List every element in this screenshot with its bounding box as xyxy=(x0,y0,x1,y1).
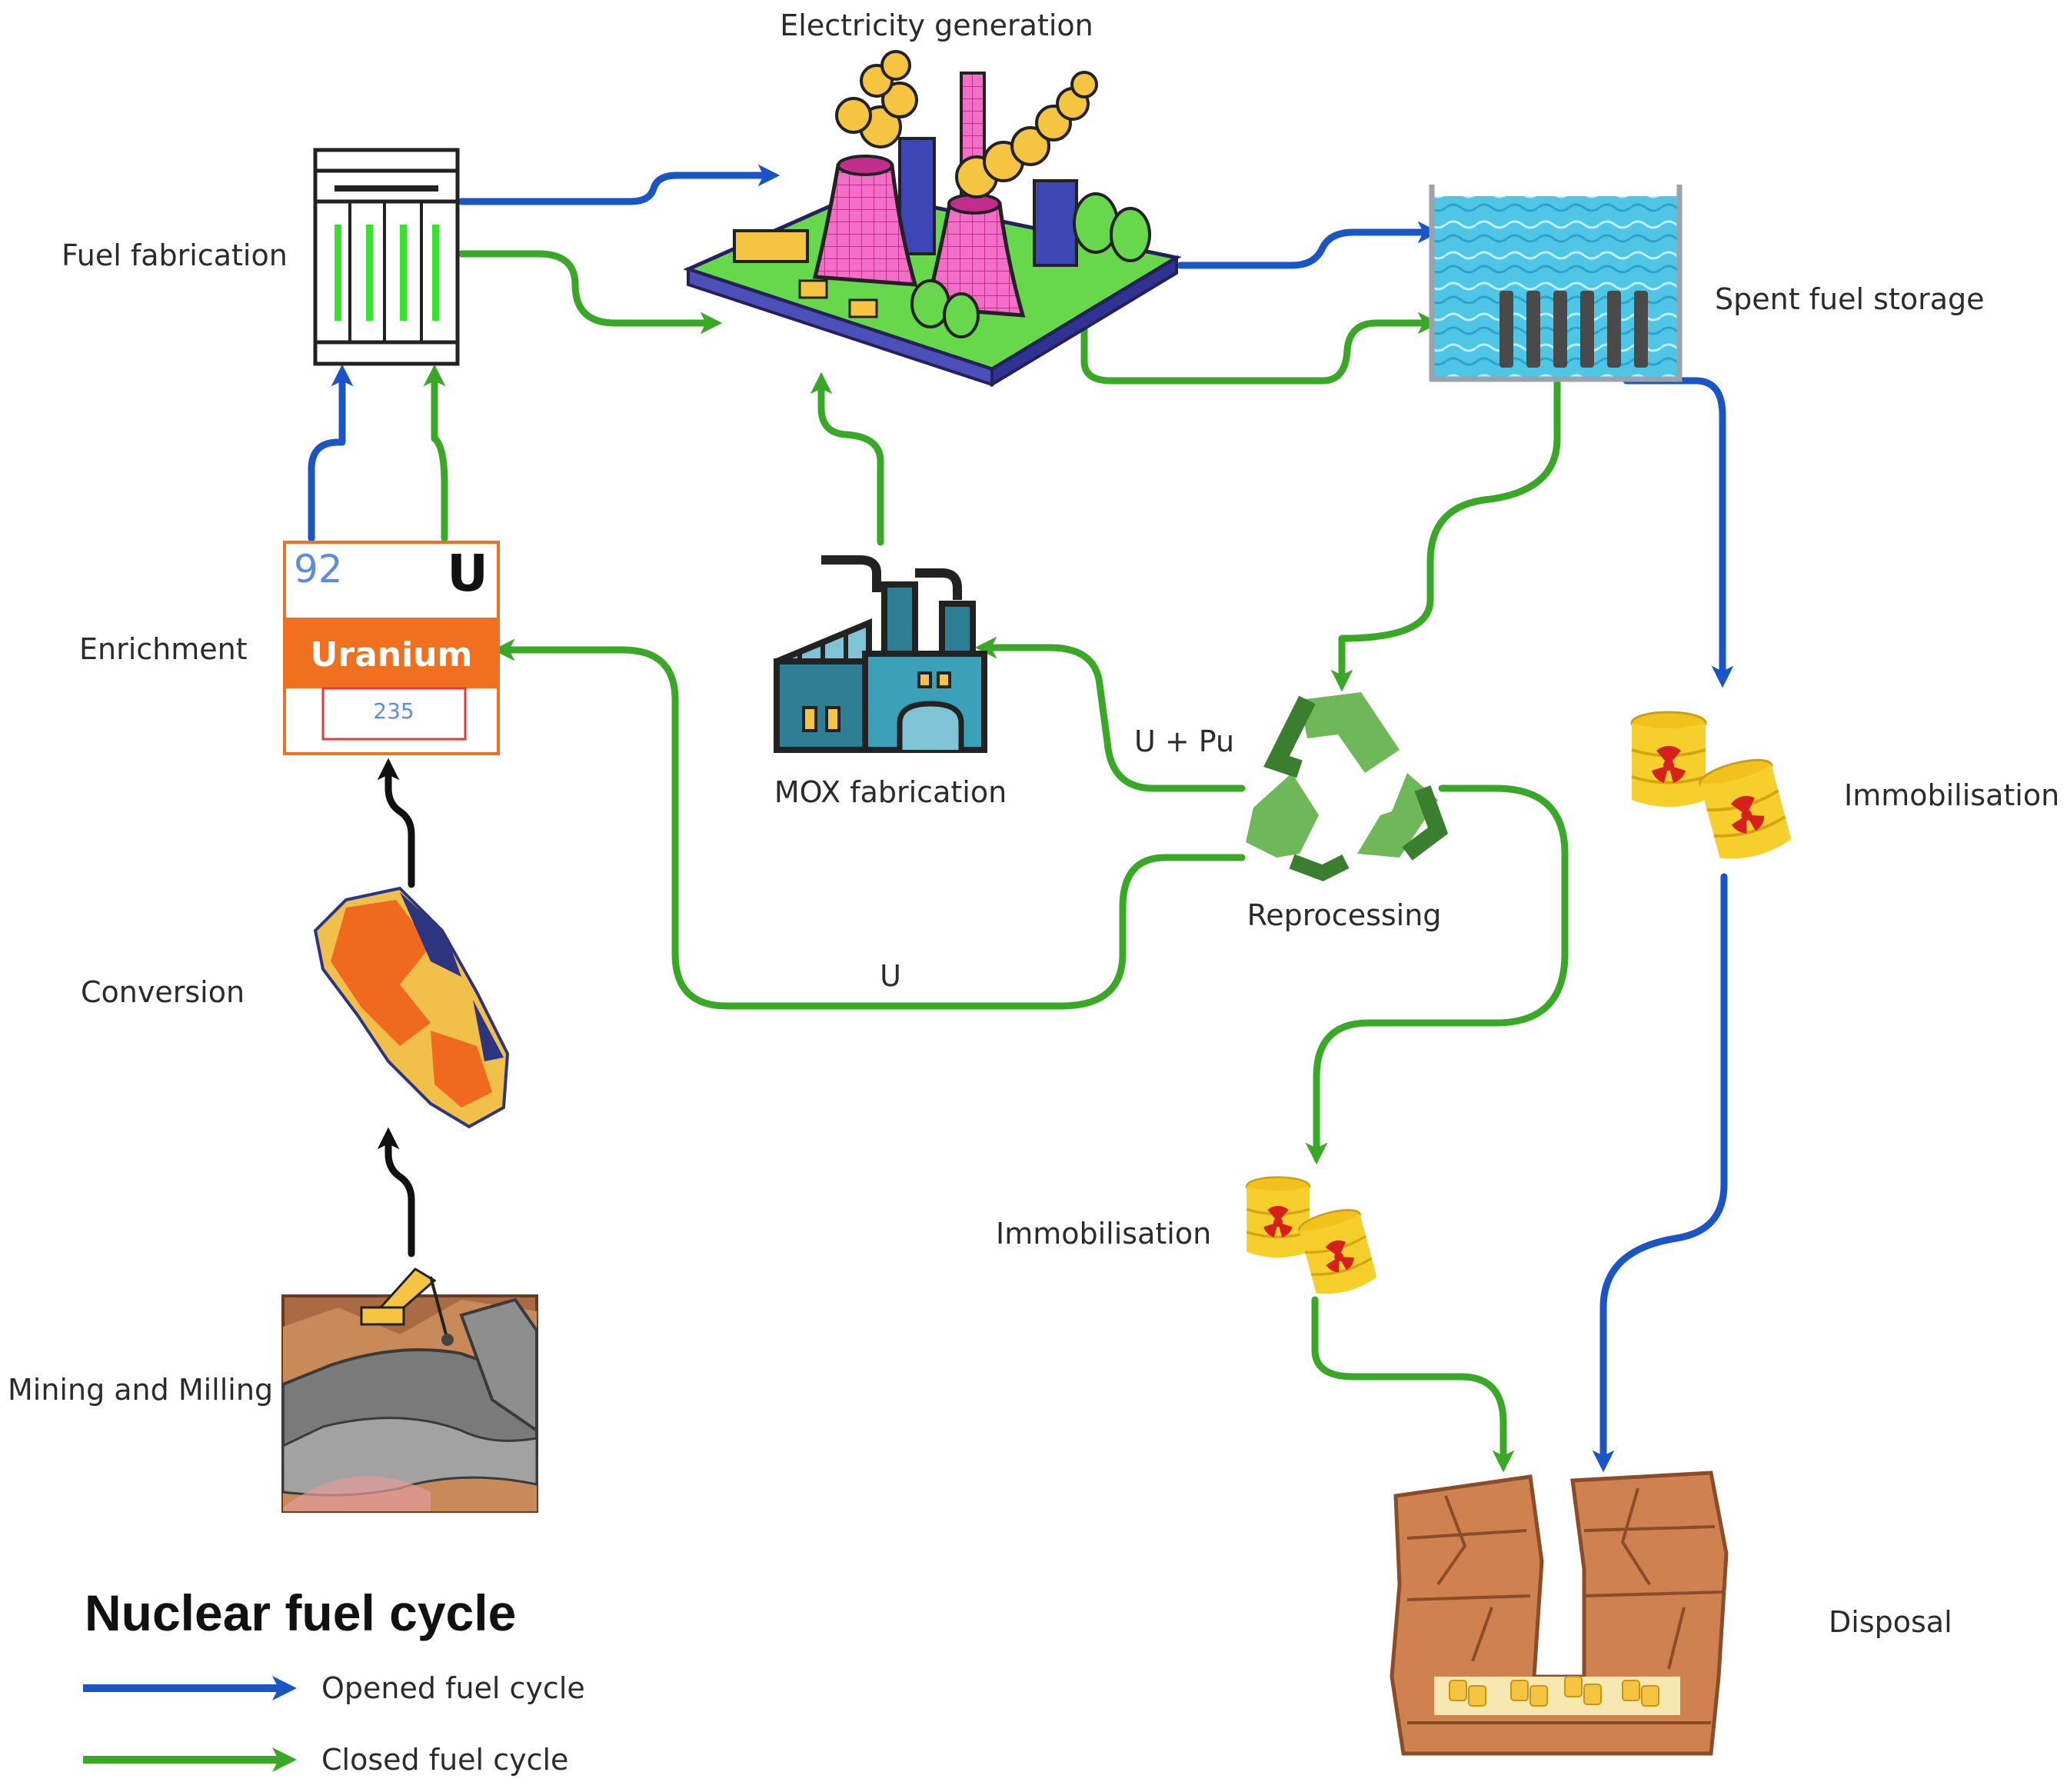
label-conversion: Conversion xyxy=(81,975,245,1009)
flow-reprocessing-to-immobilisation-closed xyxy=(1305,784,1569,1165)
label-fuel-fabrication: Fuel fabrication xyxy=(62,238,288,272)
waste-barrels-icon xyxy=(1630,711,1795,867)
diagram-title: Nuclear fuel cycle xyxy=(85,1584,516,1641)
waste-barrels-icon xyxy=(1245,1175,1380,1301)
flow-immobilisation-to-disposal-opened xyxy=(1592,873,1728,1473)
flow-conversion-to-enrichment xyxy=(377,758,415,888)
flow-electricity-to-storage-closed xyxy=(1080,311,1440,385)
label-flow-u-pu: U + Pu xyxy=(1134,724,1234,758)
legend-closed-label: Closed fuel cycle xyxy=(321,1743,568,1777)
uranium-element-tile: 92 U Uranium 235 xyxy=(283,541,500,755)
legend: Nuclear fuel cycle Opened fuel cycle Clo… xyxy=(83,1584,585,1777)
recycle-icon xyxy=(1246,692,1449,881)
label-mox-fabrication: MOX fabrication xyxy=(774,775,1007,809)
label-spent-fuel-storage: Spent fuel storage xyxy=(1715,282,1985,316)
flow-storage-to-reprocessing xyxy=(1330,377,1561,692)
flow-enrichment-to-fabrication-closed xyxy=(423,364,448,542)
uranium-atomic-number: 92 xyxy=(294,547,343,591)
flow-fabrication-to-electricity-closed xyxy=(458,250,723,335)
ore-rock-icon xyxy=(313,886,510,1129)
flow-mox-to-electricity xyxy=(810,371,884,546)
label-flow-u: U xyxy=(880,959,901,993)
label-immobilisation-opened: Immobilisation xyxy=(1844,778,2059,812)
flow-enrichment-to-fabrication-opened xyxy=(308,364,354,542)
fuel-assembly-icon xyxy=(313,148,460,366)
label-enrichment: Enrichment xyxy=(79,632,248,666)
front-end-flows xyxy=(377,758,415,1257)
uranium-isotope: 235 xyxy=(373,698,414,724)
flow-fabrication-to-electricity-opened xyxy=(458,164,781,205)
repository-icon xyxy=(1390,1471,1729,1756)
mine-icon xyxy=(281,1267,538,1513)
flow-mining-to-conversion xyxy=(377,1127,415,1257)
flow-electricity-to-storage-opened xyxy=(1177,221,1440,269)
flow-reprocessing-to-mox-upu xyxy=(974,636,1246,792)
storage-pool-icon xyxy=(1429,185,1683,382)
flow-reprocessing-to-enrichment-u xyxy=(492,638,1246,1010)
flow-storage-to-immobilisation-opened xyxy=(1623,377,1734,688)
power-plant-icon xyxy=(683,50,1182,388)
label-immobilisation-closed: Immobilisation xyxy=(996,1217,1211,1251)
label-reprocessing: Reprocessing xyxy=(1247,898,1442,932)
closed-cycle-flows xyxy=(423,250,1569,1473)
uranium-symbol: U xyxy=(447,544,488,603)
label-electricity-generation: Electricity generation xyxy=(780,8,1093,42)
factory-icon xyxy=(774,555,987,753)
label-disposal: Disposal xyxy=(1829,1605,1952,1639)
uranium-name: Uranium xyxy=(311,635,473,674)
opened-cycle-flows xyxy=(308,164,1734,1473)
label-mining-and-milling: Mining and Milling xyxy=(8,1373,273,1407)
legend-opened-label: Opened fuel cycle xyxy=(321,1671,585,1705)
flow-immobilisation-to-disposal-closed xyxy=(1311,1296,1515,1473)
stage-labels: Electricity generation Fuel fabrication … xyxy=(8,8,2059,1639)
